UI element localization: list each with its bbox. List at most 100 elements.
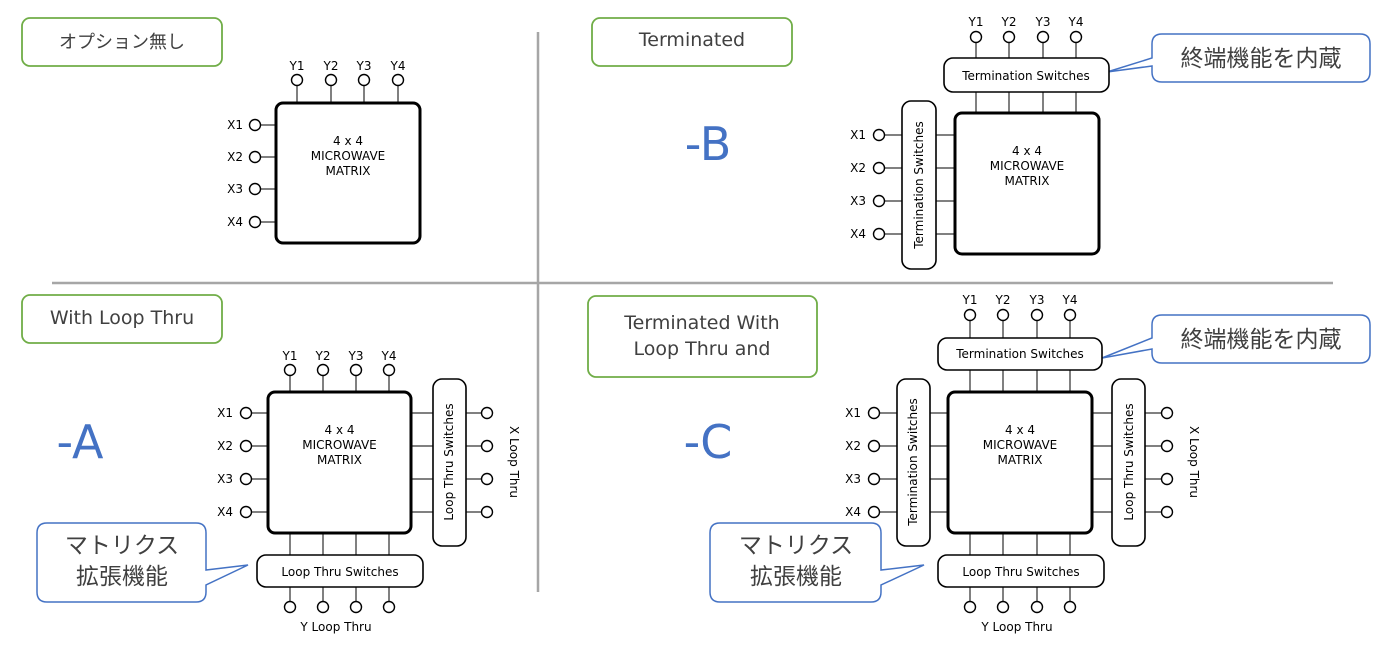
- panel-a-x-loop-thru-label: X Loop Thru: [507, 426, 521, 498]
- panel-none-x-label: X2: [227, 150, 243, 164]
- panel-none-y-port: [324, 73, 338, 87]
- panel-a-x-port: [239, 406, 253, 420]
- option-code-b: -B: [685, 117, 732, 171]
- panel-c-x-port: [867, 505, 881, 519]
- panel-a-loop-thru-switches-right: [432, 378, 467, 547]
- panel-a-y-loop-thru-label: Y Loop Thru: [299, 620, 371, 634]
- option-code-a: -A: [56, 415, 104, 469]
- panel-c-termination-switches-left-label: Termination Switches: [906, 398, 920, 527]
- panel-none-x-port: [248, 182, 262, 196]
- panel-a-y-loop-port: [349, 600, 363, 614]
- label-with-loop-thru: With Loop Thru: [21, 294, 223, 344]
- panel-b-y-label: Y2: [1001, 15, 1017, 29]
- panel-none-matrix-label: MICROWAVE: [311, 149, 386, 163]
- panel-b-x-label: X1: [850, 128, 866, 142]
- panel-c-y-loop-port: [1063, 600, 1077, 614]
- panel-a-y-loop-port: [283, 600, 297, 614]
- panel-c-x-loop-port: [1160, 472, 1174, 486]
- panel-b-y-port: [969, 30, 983, 44]
- panel-a-y-label: Y1: [282, 349, 298, 363]
- panel-c-matrix-label: MICROWAVE: [983, 438, 1058, 452]
- panel-c-y-label: Y3: [1029, 293, 1045, 307]
- option-code-c: -C: [684, 415, 733, 469]
- panel-none-y-label: Y1: [289, 59, 305, 73]
- label-terminated: Terminated: [591, 17, 793, 67]
- panel-b-y-label: Y1: [968, 15, 984, 29]
- panel-a-x-label: X4: [217, 505, 233, 519]
- panel-c-y-port: [1063, 308, 1077, 322]
- panel-a-matrix-label: 4 x 4: [325, 423, 355, 437]
- panel-a-y-port: [349, 363, 363, 377]
- panel-c-y-loop-port: [1030, 600, 1044, 614]
- panel-a-loop-thru-switches-right-label: Loop Thru Switches: [442, 403, 456, 520]
- panel-b-matrix-label: MICROWAVE: [990, 159, 1065, 173]
- svg-text:拡張機能: 拡張機能: [750, 564, 842, 590]
- panel-b-y-port: [1002, 30, 1016, 44]
- callout-loop-thru: マトリクス 拡張機能: [36, 522, 249, 603]
- panel-none-y-label: Y3: [356, 59, 372, 73]
- callout-terminated: 終端機能を内蔵: [1106, 33, 1371, 83]
- panel-none-y-label: Y4: [390, 59, 406, 73]
- panel-a-y-label: Y4: [381, 349, 397, 363]
- panel-c-x-loop-port: [1160, 505, 1174, 519]
- panel-none-y-port: [357, 73, 371, 87]
- panel-a-x-port: [239, 505, 253, 519]
- panel-a-x-loop-port: [480, 472, 494, 486]
- svg-text:Terminated: Terminated: [638, 29, 745, 51]
- panel-c-matrix-label: MATRIX: [997, 453, 1042, 467]
- panel-c-y-loop-port: [963, 600, 977, 614]
- label-no-options: オプション無し: [21, 17, 223, 67]
- panel-a-x-label: X2: [217, 439, 233, 453]
- panel-c-loop-thru-switches-bottom: [937, 554, 1105, 588]
- panel-c-x-loop-thru-label: X Loop Thru: [1187, 426, 1201, 498]
- panel-b-y-port: [1069, 30, 1083, 44]
- panel-a-x-label: X1: [217, 406, 233, 420]
- panel-c-x-port: [867, 439, 881, 453]
- panel-b-matrix-box: [953, 111, 1101, 256]
- panel-a-x-loop-port: [480, 439, 494, 453]
- panel-none-y-port: [290, 73, 304, 87]
- panel-b-termination-switches-top: [943, 57, 1110, 93]
- panel-c-x-loop-port: [1160, 439, 1174, 453]
- panel-c-matrix-box: [946, 390, 1094, 535]
- panel-a-x-loop-port: [480, 505, 494, 519]
- svg-text:With Loop Thru: With Loop Thru: [50, 307, 194, 329]
- panel-a-matrix-label: MATRIX: [317, 453, 362, 467]
- panel-c-termination-switches-top: [937, 337, 1103, 371]
- panel-a-y-loop-port: [316, 600, 330, 614]
- panel-none-x-port: [248, 215, 262, 229]
- panel-b-y-label: Y3: [1035, 15, 1051, 29]
- panel-a-y-port: [316, 363, 330, 377]
- panel-b-y-port: [1036, 30, 1050, 44]
- panel-none-x-port: [248, 150, 262, 164]
- panel-c-y-port: [1030, 308, 1044, 322]
- panel-none-x-label: X4: [227, 215, 243, 229]
- panel-c-x-port: [867, 472, 881, 486]
- panel-c-loop-thru-switches-bottom-label: Loop Thru Switches: [962, 565, 1079, 579]
- panel-c-x-loop-port: [1160, 406, 1174, 420]
- panel-a-x-loop-port: [480, 406, 494, 420]
- panel-c-y-port: [996, 308, 1010, 322]
- panel-b-x-label: X2: [850, 161, 866, 175]
- panel-none-matrix-label: MATRIX: [325, 164, 370, 178]
- panel-c-x-label: X1: [845, 406, 861, 420]
- svg-text:終端機能を内蔵: 終端機能を内蔵: [1181, 46, 1342, 72]
- panel-c-y-loop-thru-label: Y Loop Thru: [980, 620, 1052, 634]
- panel-c-x-label: X4: [845, 505, 861, 519]
- panel-c-x-label: X2: [845, 439, 861, 453]
- svg-text:拡張機能: 拡張機能: [76, 564, 168, 590]
- panel-a-y-loop-port: [382, 600, 396, 614]
- panel-b-x-label: X3: [850, 194, 866, 208]
- panel-b-x-label: X4: [850, 227, 866, 241]
- svg-text:Terminated With: Terminated With: [623, 312, 779, 334]
- panel-c-x-port: [867, 406, 881, 420]
- panel-c-loop-thru-switches-right: [1111, 378, 1146, 547]
- panel-none-x-port: [248, 118, 262, 132]
- panel-c-y-label: Y4: [1062, 293, 1078, 307]
- panel-b-termination-switches-left: [901, 100, 937, 270]
- panel-a-y-port: [283, 363, 297, 377]
- panel-a-y-label: Y3: [348, 349, 364, 363]
- panel-none-matrix-box: [274, 101, 422, 245]
